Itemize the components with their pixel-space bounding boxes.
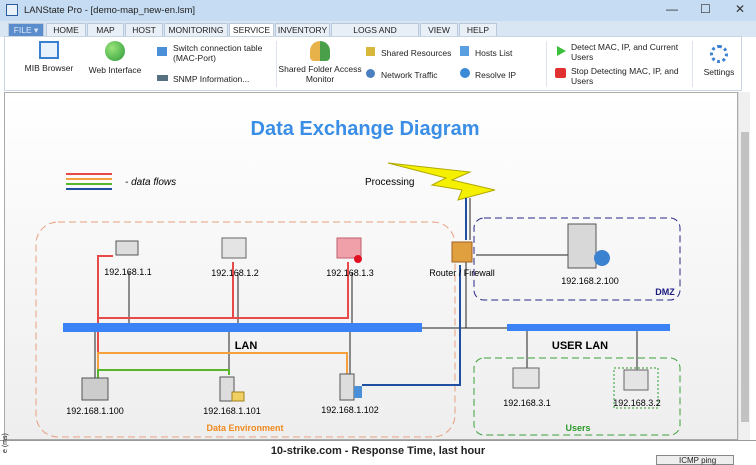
svg-text:192.168.1.2: 192.168.1.2 (211, 268, 259, 278)
globe-icon (105, 41, 125, 61)
shared-folder-monitor-button[interactable]: Shared Folder Access Monitor (277, 41, 363, 84)
svg-text:192.168.1.3: 192.168.1.3 (326, 268, 374, 278)
tab-inventory[interactable]: INVENTORY (275, 23, 330, 37)
node-192-168-1-101[interactable]: 192.168.1.101 (203, 376, 261, 416)
play-icon (557, 46, 566, 56)
users-label: Users (565, 423, 590, 433)
network-links (94, 198, 638, 385)
node-192-168-2-100[interactable]: 192.168.2.100 (561, 223, 619, 286)
web-interface-button[interactable]: Web Interface (83, 41, 147, 75)
switch-table-button[interactable]: Switch connection table (MAC-Port) (173, 43, 263, 63)
processing-label: Processing (365, 177, 414, 188)
dmz-label: DMZ (655, 287, 675, 297)
storage-icon (81, 377, 109, 401)
svg-text:Router / Firewall: Router / Firewall (429, 268, 495, 278)
network-traffic-icon (366, 69, 375, 78)
node-192-168-1-102[interactable]: 192.168.1.102 (321, 373, 379, 415)
node-192-168-1-2[interactable]: 192.168.1.2 (211, 237, 259, 278)
pc-icon (221, 237, 247, 259)
maximize-button[interactable]: ☐ (700, 2, 711, 16)
tab-monitoring[interactable]: MONITORING (164, 23, 228, 37)
shared-folder-label: Shared Folder Access Monitor (278, 64, 362, 84)
pc-alert-icon (336, 237, 362, 259)
legend-label: - data flows (125, 177, 176, 188)
title-bar: LANState Pro - [demo-map_new-en.lsm] — ☐… (0, 0, 756, 21)
svg-text:192.168.1.101: 192.168.1.101 (203, 406, 261, 416)
web-interface-label: Web Interface (88, 65, 142, 75)
svg-text:192.168.3.2: 192.168.3.2 (613, 398, 661, 408)
pc-icon (623, 369, 649, 391)
user-lan-bar (507, 324, 670, 331)
node-192-168-3-1[interactable]: 192.168.3.1 (503, 367, 551, 408)
settings-label: Settings (703, 67, 735, 77)
chart-title: 10-strike.com - Response Time, last hour (270, 445, 486, 457)
legend-icmp-ping[interactable]: ICMP ping (656, 455, 734, 465)
pc-icon (512, 367, 540, 389)
legend: - data flows (66, 173, 176, 190)
users-icon (310, 41, 330, 61)
tab-file[interactable]: FILE ▾ (8, 23, 44, 37)
svg-text:192.168.3.1: 192.168.3.1 (503, 398, 551, 408)
svg-text:192.168.1.100: 192.168.1.100 (66, 406, 124, 416)
map-canvas[interactable] (4, 92, 738, 440)
vertical-scrollbar[interactable] (738, 92, 750, 440)
user-lan-label: USER LAN (552, 340, 608, 352)
network-diagram: Data Exchange Diagram - data flows Proce… (35, 118, 681, 438)
node-192-168-1-3[interactable]: 192.168.1.3 (326, 237, 374, 278)
tab-host[interactable]: HOST (125, 23, 163, 37)
ribbon-service: MIB Browser Web Interface Switch connect… (4, 36, 742, 91)
node-192-168-3-2[interactable]: 192.168.3.2 (613, 367, 661, 409)
data-env-label: Data Environment (206, 423, 283, 433)
snmp-icon (157, 75, 168, 81)
window-title: LANState Pro - [demo-map_new-en.lsm] (24, 5, 196, 16)
users-zone (473, 357, 681, 436)
tab-map[interactable]: MAP (87, 23, 124, 37)
mib-browser-icon (39, 41, 59, 59)
network-traffic-button[interactable]: Network Traffic (381, 70, 438, 80)
response-time-panel: e (ms) 10-strike.com - Response Time, la… (0, 433, 756, 465)
diagram-title: Data Exchange Diagram (251, 118, 480, 140)
tab-help[interactable]: HELP (459, 23, 497, 37)
lan-label: LAN (235, 340, 258, 352)
shared-resources-icon (366, 47, 375, 56)
lightning-icon (387, 162, 496, 201)
resolve-ip-button[interactable]: Resolve IP (475, 70, 517, 80)
node-192-168-1-100[interactable]: 192.168.1.100 (66, 377, 124, 416)
node-router[interactable]: Router / Firewall (429, 241, 495, 278)
settings-button[interactable]: Settings (697, 45, 741, 77)
stop-icon (555, 68, 566, 78)
snmp-info-button[interactable]: SNMP Information... (173, 74, 250, 84)
hosts-list-button[interactable]: Hosts List (475, 48, 513, 58)
server-icon (567, 223, 597, 269)
svg-text:192.168.2.100: 192.168.2.100 (561, 276, 619, 286)
svg-text:192.168.1.102: 192.168.1.102 (321, 405, 379, 415)
resolve-ip-icon (460, 68, 470, 78)
mib-browser-button[interactable]: MIB Browser (13, 41, 85, 73)
switch-icon (157, 47, 167, 56)
svg-text:192.168.1.1: 192.168.1.1 (104, 267, 152, 277)
tab-service[interactable]: SERVICE (229, 23, 274, 38)
dmz-zone (473, 217, 681, 301)
minimize-button[interactable]: — (666, 2, 678, 16)
node-192-168-1-1[interactable]: 192.168.1.1 (104, 240, 152, 277)
tab-view[interactable]: VIEW (420, 23, 458, 37)
db-server-icon (339, 373, 355, 401)
gear-icon (710, 45, 728, 63)
lan-bar (63, 323, 422, 332)
firewall-icon (451, 241, 473, 263)
hosts-list-icon (460, 46, 469, 56)
mib-browser-label: MIB Browser (24, 63, 74, 73)
data-environment-zone (35, 221, 456, 438)
scrollbar-thumb[interactable] (741, 132, 749, 422)
close-button[interactable]: ✕ (735, 2, 746, 16)
tab-home[interactable]: HOME (46, 23, 86, 37)
detect-button[interactable]: Detect MAC, IP, and Current Users (571, 42, 679, 62)
data-flows (97, 198, 467, 386)
shared-resources-button[interactable]: Shared Resources (381, 48, 452, 58)
app-icon (6, 4, 18, 16)
laptop-icon (115, 240, 139, 256)
ribbon-tabs: FILE ▾ HOME MAP HOST MONITORING SERVICE … (0, 21, 756, 47)
stop-detect-button[interactable]: Stop Detecting MAC, IP, and Users (571, 66, 679, 86)
file-server-icon (219, 376, 235, 402)
